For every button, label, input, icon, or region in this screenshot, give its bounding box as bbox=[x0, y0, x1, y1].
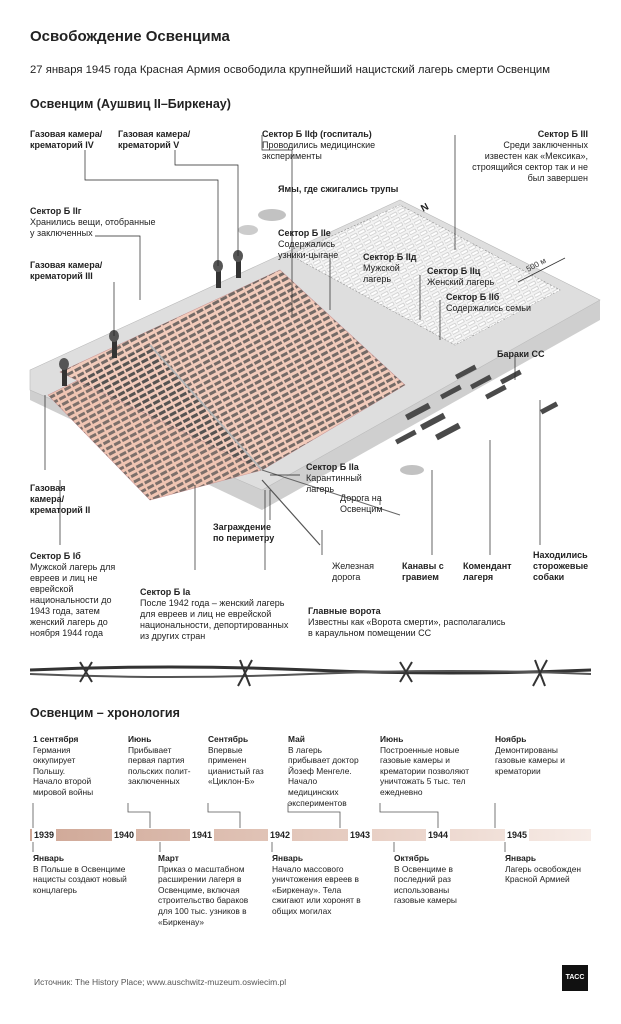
year-1940: 1940 bbox=[112, 829, 137, 841]
source-note: Источник: The History Place; www.auschwi… bbox=[34, 977, 287, 987]
crematoria bbox=[59, 250, 243, 386]
label-ss-barracks: Бараки СС bbox=[497, 349, 545, 359]
label-crematorium-5: Газовая камера/ крематорий V bbox=[118, 129, 191, 150]
label-road-to-auschwitz: Дорога на Освенцим bbox=[340, 493, 383, 514]
label-railway: Железная дорога bbox=[332, 561, 374, 582]
label-perimeter-fence: Заграждение по периметру bbox=[213, 522, 275, 543]
page-subtitle: 27 января 1945 года Красная Армия освобо… bbox=[30, 64, 550, 76]
label-crematorium-4: Газовая камера/ крематорий IV bbox=[30, 129, 103, 150]
label-guard-dogs: Находились сторожевые собаки bbox=[533, 550, 589, 582]
label-gravel-ditches: Канавы с гравием bbox=[402, 561, 444, 582]
year-1944: 1944 bbox=[426, 829, 451, 841]
year-1939: 1939 bbox=[32, 829, 57, 841]
north-arrow: N bbox=[419, 202, 431, 215]
camp-map: N 500 м bbox=[29, 135, 601, 570]
page-title: Освобождение Освенцима bbox=[30, 28, 230, 45]
tass-logo: ТАСС bbox=[562, 965, 588, 991]
ss-barracks bbox=[395, 364, 559, 445]
label-pits: Ямы, где сжигались трупы bbox=[278, 184, 399, 194]
label-sector-bIIf: Сектор Б IIф (госпиталь)Проводились меди… bbox=[262, 129, 376, 161]
chronology-title: Освенцим – хронология bbox=[30, 706, 180, 720]
timeline-connectors bbox=[32, 803, 506, 852]
label-crematorium-2: Газовая камера/ крематорий II bbox=[30, 483, 91, 515]
year-1943: 1943 bbox=[348, 829, 373, 841]
label-commandant: Комендант лагеря bbox=[463, 561, 512, 582]
year-1942: 1942 bbox=[268, 829, 293, 841]
map-title: Освенцим (Аушвиц II–Биркенау) bbox=[30, 97, 231, 111]
year-1941: 1941 bbox=[190, 829, 215, 841]
timeline-bar bbox=[30, 829, 591, 841]
barbed-wire bbox=[30, 659, 591, 687]
label-crematorium-3: Газовая камера/ крематорий III bbox=[30, 260, 103, 281]
year-1945: 1945 bbox=[505, 829, 530, 841]
